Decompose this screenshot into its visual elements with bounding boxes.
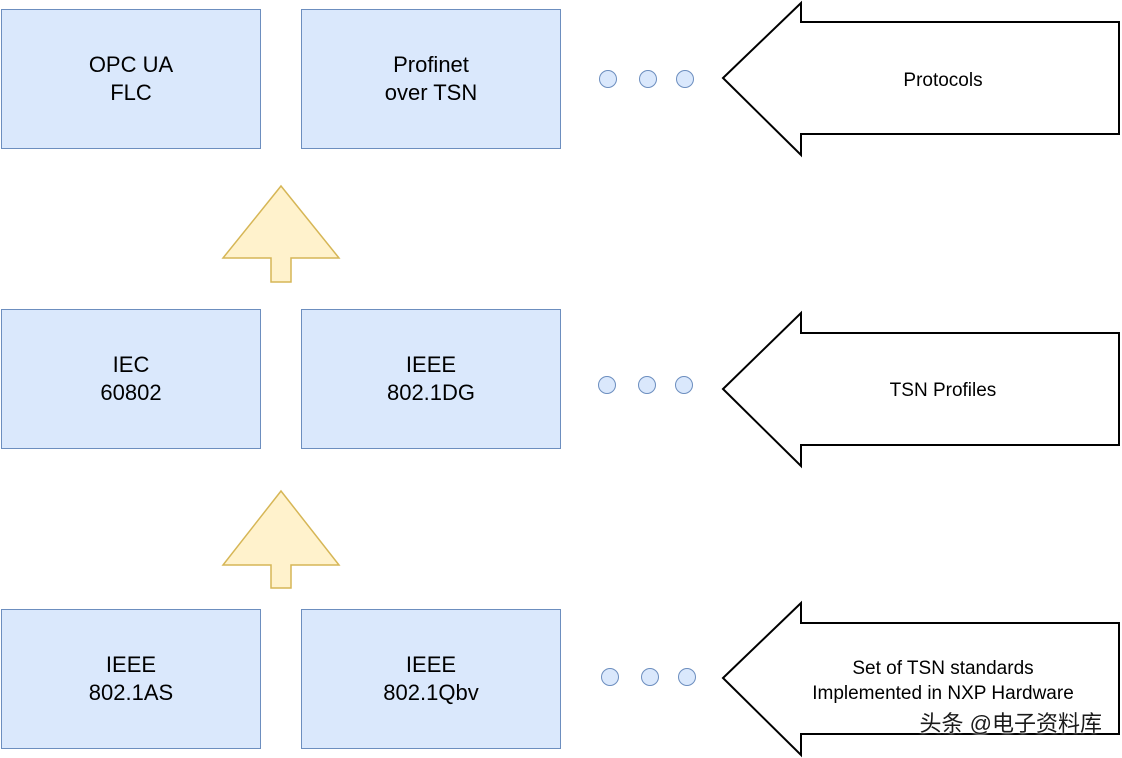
- box-line-1: Profinet: [393, 52, 469, 77]
- arrow-label-line-2: Implemented in NXP Hardware: [812, 683, 1074, 704]
- arrow-label-protocols: Protocols: [820, 68, 1066, 93]
- ellipsis-dot: [599, 70, 617, 88]
- ellipsis-dot: [598, 376, 616, 394]
- box-line-2: 802.1DG: [386, 380, 476, 405]
- arrow-label-text: TSN Profiles: [889, 380, 997, 401]
- box-line-2: 802.1AS: [88, 680, 174, 705]
- box-opc-ua-flc: OPC UA FLC: [1, 9, 261, 149]
- ellipsis-dot: [638, 376, 656, 394]
- ellipsis-dot: [641, 668, 659, 686]
- box-profinet-over-tsn: Profinet over TSN: [301, 9, 561, 149]
- box-iec-60802: IEC 60802: [1, 309, 261, 449]
- box-line-2: over TSN: [384, 80, 478, 105]
- arrow-label-line-1: Set of TSN standards: [852, 658, 1034, 679]
- left-arrow-protocols: [721, 0, 1120, 158]
- ellipsis-dot: [676, 70, 694, 88]
- box-line-1: IEEE: [405, 352, 457, 377]
- up-arrow-upper: [221, 184, 341, 283]
- ellipsis-dot: [675, 376, 693, 394]
- box-line-1: IEC: [112, 352, 150, 377]
- box-line-1: IEEE: [105, 652, 157, 677]
- box-line-2: 802.1Qbv: [383, 680, 479, 705]
- box-line-1: OPC UA: [88, 52, 174, 77]
- ellipsis-dot: [601, 668, 619, 686]
- box-line-1: IEEE: [405, 652, 457, 677]
- box-ieee-802-1qbv: IEEE 802.1Qbv: [301, 609, 561, 749]
- watermark: 头条 @电子资料库: [919, 711, 1102, 736]
- left-arrow-standards: [721, 600, 1120, 758]
- arrow-label-tsn-standards: Set of TSN standards Implemented in NXP …: [790, 656, 1096, 706]
- box-line-2: FLC: [110, 80, 152, 105]
- ellipsis-dot: [639, 70, 657, 88]
- box-ieee-802-1as: IEEE 802.1AS: [1, 609, 261, 749]
- box-ieee-802-1dg: IEEE 802.1DG: [301, 309, 561, 449]
- up-arrow-lower: [221, 489, 341, 589]
- arrow-label-tsn-profiles: TSN Profiles: [820, 378, 1066, 403]
- left-arrow-profiles: [721, 310, 1120, 469]
- box-line-2: 60802: [100, 380, 162, 405]
- arrow-label-text: Protocols: [903, 70, 983, 91]
- ellipsis-dot: [678, 668, 696, 686]
